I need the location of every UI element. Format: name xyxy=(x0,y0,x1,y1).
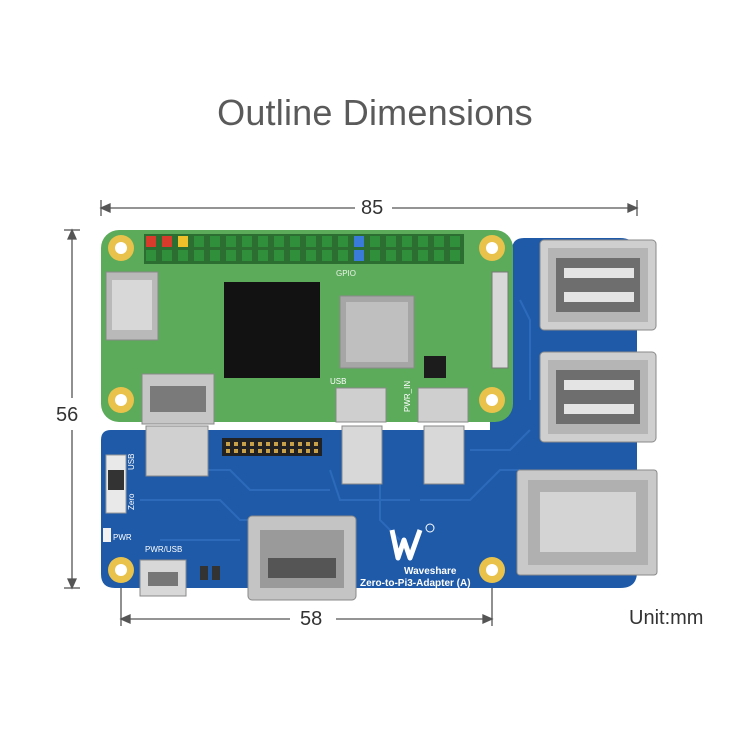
gpio-pin xyxy=(370,250,380,261)
hdmi-bridge xyxy=(145,425,209,477)
gpio-pin xyxy=(162,236,172,247)
gpio-pin xyxy=(274,250,284,261)
gpio-header xyxy=(144,234,464,264)
silk-pwr-usb: PWR/USB xyxy=(145,545,182,554)
gpio-pin xyxy=(290,250,300,261)
gpio-pin xyxy=(146,236,156,247)
gpio-pin xyxy=(338,250,348,261)
gpio-pin xyxy=(242,250,252,261)
ethernet-port xyxy=(516,469,658,576)
product-name: Zero-to-Pi3-Adapter (A) xyxy=(360,578,471,589)
gpio-pin xyxy=(226,236,236,247)
gpio-pin xyxy=(386,236,396,247)
page-title: Outline Dimensions xyxy=(217,92,533,133)
silk-pwr: PWR xyxy=(113,533,132,542)
dimension-height: 56 xyxy=(52,404,83,427)
gpio-pin xyxy=(178,250,188,261)
gpio-pin xyxy=(258,250,268,261)
gpio-pin xyxy=(338,236,348,247)
dimension-hole-spacing: 58 xyxy=(294,608,329,631)
gpio-pin xyxy=(322,236,332,247)
brand-name: Waveshare xyxy=(404,566,457,577)
usb-bridge-right xyxy=(423,425,465,485)
gpio-pin xyxy=(274,236,284,247)
gpio-pin xyxy=(162,250,172,261)
gpio-pin xyxy=(178,236,188,247)
gpio-pin xyxy=(322,250,332,261)
gpio-pin xyxy=(434,236,444,247)
gpio-pin xyxy=(210,236,220,247)
gpio-pins xyxy=(146,236,460,261)
gpio-pin xyxy=(434,250,444,261)
gpio-pin xyxy=(354,250,364,261)
silk-usb: USB xyxy=(330,377,346,386)
gpio-pin xyxy=(226,250,236,261)
adapter-header-strip xyxy=(222,438,322,456)
gpio-pin xyxy=(194,250,204,261)
soc-chip xyxy=(224,282,320,378)
gpio-pin xyxy=(258,236,268,247)
gpio-pin xyxy=(306,250,316,261)
gpio-pin xyxy=(418,236,428,247)
silk-zero: Zero xyxy=(127,493,136,510)
usb-bridge-left xyxy=(341,425,383,485)
silk-gpio: GPIO xyxy=(336,269,356,278)
gpio-pin xyxy=(402,250,412,261)
dimension-lines xyxy=(64,200,639,626)
silk-pwr-in: PWR_IN xyxy=(403,381,412,412)
gpio-pin xyxy=(402,236,412,247)
gpio-pin xyxy=(354,236,364,247)
silk-usb-switch: USB xyxy=(127,454,136,470)
usb-a-port-bottom xyxy=(539,351,657,443)
gpio-pin xyxy=(242,236,252,247)
gpio-pin xyxy=(146,250,156,261)
gpio-pin xyxy=(450,236,460,247)
dimension-width: 85 xyxy=(355,197,390,220)
gpio-pin xyxy=(386,250,396,261)
gpio-pin xyxy=(210,250,220,261)
gpio-pin xyxy=(450,250,460,261)
usb-a-port-top xyxy=(539,239,657,331)
gpio-pin xyxy=(370,236,380,247)
gpio-pin xyxy=(290,236,300,247)
gpio-pin xyxy=(194,236,204,247)
waveshare-logo-icon xyxy=(389,523,435,561)
micro-usb-power-port xyxy=(139,559,187,597)
unit-label: Unit:mm xyxy=(629,607,704,629)
gpio-pin xyxy=(418,250,428,261)
zero-usb-switch xyxy=(105,454,127,514)
hdmi-port-adapter xyxy=(247,515,357,601)
gpio-pin xyxy=(306,236,316,247)
